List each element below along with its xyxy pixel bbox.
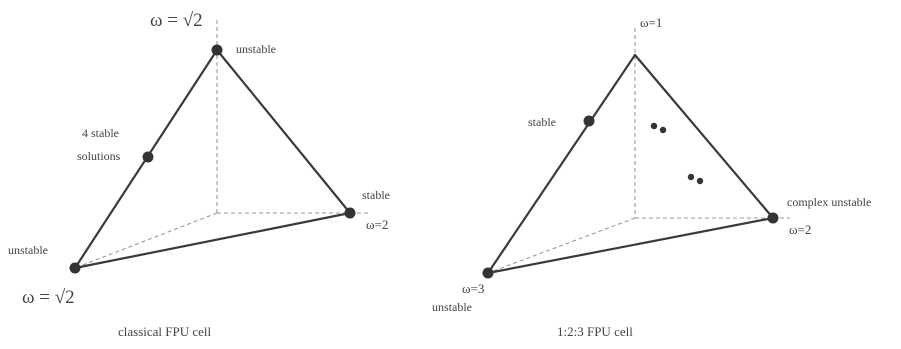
right-top-omega-label: ω=1 [640,15,662,30]
left-right-vertex [344,207,356,219]
left-bottom-omega-label: ω = √2 [22,287,75,308]
right-right-vertex [767,212,779,224]
right-edge-top-bottom [486,53,637,275]
left-top-omega-label: ω = √2 [150,10,203,31]
left-top-vertex [211,44,223,56]
right-edge-state-label: stable [528,115,556,129]
right-caption: 1:2:3 FPU cell [557,324,633,339]
left-right-omega-label: ω=2 [366,217,388,232]
left-edge-top-right [215,48,352,215]
left-mid-label-line1: 4 stable [82,126,119,140]
right-right-omega-label: ω=2 [789,222,811,237]
right-bottom-omega-label: ω=3 [462,281,484,296]
right-diagonal-hidden-axis [487,217,636,274]
left-mid-edge-point [142,151,154,163]
right-tetrahedron [482,28,790,279]
left-tetrahedron [69,20,368,274]
left-diagonal-hidden-axis [74,212,218,269]
right-interior-point [650,122,658,130]
left-right-state-label: stable [362,188,390,202]
left-bottom-state-label: unstable [8,243,48,257]
right-interior-point [687,173,695,181]
left-bottom-vertex [69,262,81,274]
right-bottom-vertex [482,267,494,279]
right-interior-point [659,126,667,134]
right-interior-point [696,177,704,185]
right-edge-bottom-right [486,216,775,275]
right-edge-stable-point [583,115,595,127]
left-caption: classical FPU cell [118,324,212,339]
left-top-state-label: unstable [236,42,276,56]
right-edge-top-right [633,53,775,220]
right-bottom-state-label: unstable [432,300,472,314]
right-right-state-label: complex unstable [787,195,871,209]
left-edge-bottom-right [73,211,352,270]
left-mid-label-line2: solutions [77,149,121,163]
